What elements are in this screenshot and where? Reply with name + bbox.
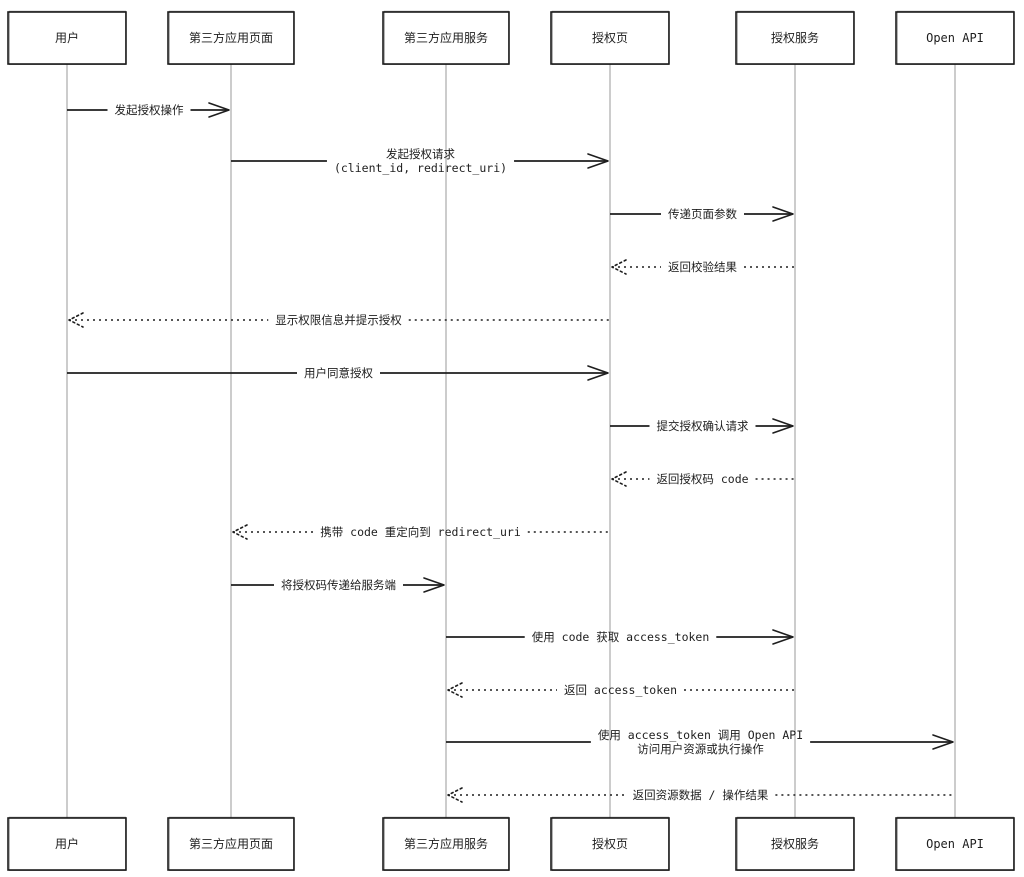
message-5: 显示权限信息并提示授权	[68, 312, 610, 328]
message-8: 返回授权码 code	[611, 471, 795, 487]
message-label: 返回资源数据 / 操作结果	[633, 788, 769, 802]
arrowhead	[611, 259, 627, 275]
arrowhead	[423, 577, 445, 593]
message-label: 传递页面参数	[668, 207, 737, 221]
message-label: 提交授权确认请求	[657, 419, 749, 433]
participant-box	[7, 817, 127, 871]
participant-top-svc: 第三方应用服务	[382, 10, 510, 66]
participant-bottom-page: 第三方应用页面	[167, 816, 295, 872]
participant-label: 用户	[55, 30, 79, 45]
participant-box-sketch	[8, 816, 127, 872]
participant-bottom-authsvc: 授权服务	[735, 816, 855, 872]
participant-bottom-user: 用户	[7, 816, 127, 872]
participant-box	[895, 817, 1015, 871]
participant-bottom-api: Open API	[895, 816, 1015, 872]
message-label: 访问用户资源或执行操作	[637, 742, 764, 756]
participant-box	[382, 11, 510, 65]
message-label: (client_id, redirect_uri)	[334, 161, 507, 175]
arrowhead	[772, 629, 794, 645]
participant-label: 用户	[55, 836, 79, 851]
participant-box	[895, 11, 1015, 65]
participant-label: Open API	[926, 837, 984, 851]
participant-label: 第三方应用服务	[404, 30, 488, 45]
message-9: 携带 code 重定向到 redirect_uri	[232, 524, 610, 540]
message-6: 用户同意授权	[67, 365, 609, 381]
message-12: 返回 access_token	[447, 682, 795, 698]
participant-label: 授权页	[592, 30, 628, 45]
participant-box-sketch	[168, 816, 294, 872]
participant-box	[550, 11, 670, 65]
arrowhead	[232, 524, 248, 540]
lifelines	[66, 64, 956, 818]
message-label: 发起授权请求	[386, 147, 455, 161]
participant-box	[167, 817, 295, 871]
participant-top-authpage: 授权页	[550, 10, 670, 66]
participant-top-page: 第三方应用页面	[167, 10, 295, 66]
participant-box-sketch	[383, 10, 510, 66]
message-label: 使用 code 获取 access_token	[532, 630, 710, 644]
message-2: 发起授权请求(client_id, redirect_uri)	[231, 147, 609, 175]
participant-box	[735, 11, 855, 65]
participant-label: 第三方应用页面	[189, 30, 273, 45]
participant-box	[7, 11, 127, 65]
arrowhead	[447, 787, 463, 803]
message-label: 返回校验结果	[668, 260, 737, 274]
participant-top-authsvc: 授权服务	[735, 10, 855, 66]
participant-label: 第三方应用服务	[404, 836, 488, 851]
participant-top-user: 用户	[7, 10, 127, 66]
participant-top-api: Open API	[895, 10, 1015, 66]
message-label: 返回授权码 code	[656, 472, 748, 486]
message-7: 提交授权确认请求	[610, 418, 794, 434]
arrowhead	[932, 734, 954, 750]
message-label: 显示权限信息并提示授权	[275, 313, 402, 327]
arrowhead	[587, 365, 609, 381]
message-label: 将授权码传递给服务端	[281, 578, 396, 592]
message-label: 返回 access_token	[564, 683, 677, 697]
message-label: 发起授权操作	[115, 103, 184, 117]
participant-box-sketch	[736, 816, 855, 872]
participant-box	[735, 817, 855, 871]
arrowhead	[772, 418, 794, 434]
participant-label: 授权服务	[771, 30, 819, 45]
participant-bottom-authpage: 授权页	[550, 816, 670, 872]
participant-box-sketch	[8, 10, 127, 66]
participant-box	[550, 817, 670, 871]
message-label: 使用 access_token 调用 Open API	[598, 728, 803, 742]
participant-box-sketch	[551, 816, 670, 872]
participant-box-sketch	[896, 10, 1015, 66]
participant-box	[167, 11, 295, 65]
participant-box-sketch	[551, 10, 670, 66]
arrowhead	[447, 682, 463, 698]
participant-label: 授权服务	[771, 836, 819, 851]
arrowhead	[587, 153, 609, 169]
participant-box-sketch	[896, 816, 1015, 872]
arrowhead	[772, 206, 794, 222]
message-14: 返回资源数据 / 操作结果	[447, 787, 955, 803]
participant-label: 第三方应用页面	[189, 836, 273, 851]
message-label: 携带 code 重定向到 redirect_uri	[320, 525, 521, 539]
participant-label: 授权页	[592, 836, 628, 851]
message-label: 用户同意授权	[304, 366, 373, 380]
participant-label: Open API	[926, 31, 984, 45]
message-1: 发起授权操作	[67, 102, 230, 118]
message-11: 使用 code 获取 access_token	[446, 629, 794, 645]
participant-bottom-svc: 第三方应用服务	[382, 816, 510, 872]
message-4: 返回校验结果	[611, 259, 795, 275]
message-10: 将授权码传递给服务端	[231, 577, 445, 593]
arrowhead	[68, 312, 84, 328]
participant-box-sketch	[736, 10, 855, 66]
arrowhead	[611, 471, 627, 487]
message-3: 传递页面参数	[610, 206, 794, 222]
arrowhead	[208, 102, 230, 118]
participant-box-sketch	[168, 10, 294, 66]
participant-box-sketch	[383, 816, 510, 872]
